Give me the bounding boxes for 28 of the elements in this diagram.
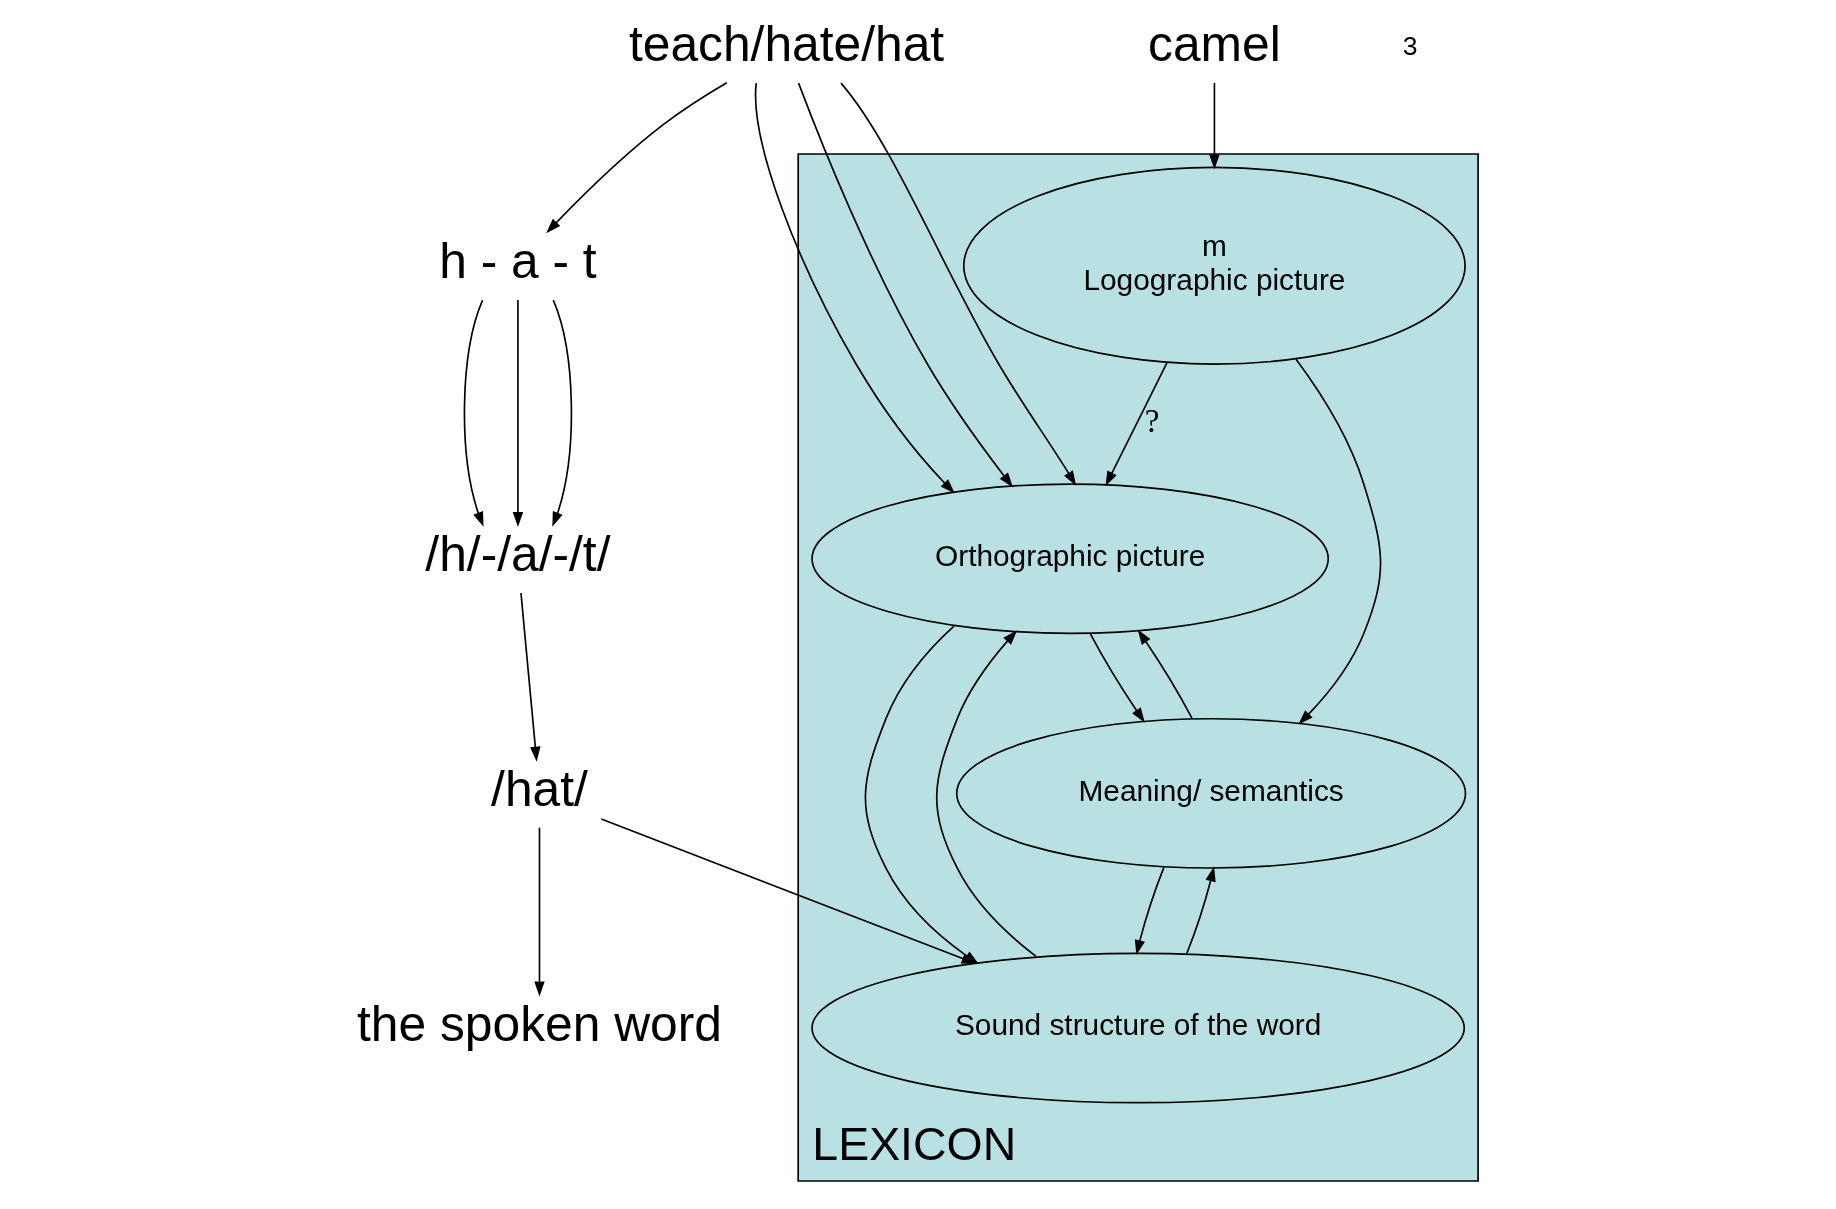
arrow — [1295, 358, 1382, 725]
node-ellipse: Meaning/ semantics — [955, 717, 1467, 869]
arrow — [1137, 629, 1193, 719]
arrow — [512, 299, 524, 527]
arrow — [754, 82, 955, 494]
node-ellipse: Orthographic picture — [811, 483, 1330, 635]
node-text: the spoken word — [357, 995, 722, 1052]
arrow — [463, 299, 484, 527]
arrow — [797, 82, 1013, 488]
arrow — [1186, 866, 1216, 955]
edge-label: ? — [1144, 402, 1160, 440]
node-text: teach/hate/hat — [628, 16, 945, 73]
arrow — [520, 592, 541, 762]
node-text: h - a - t — [439, 233, 597, 290]
label: 3 — [1402, 31, 1418, 61]
arrow — [1089, 632, 1145, 723]
arrow — [1209, 82, 1220, 170]
arrow — [552, 299, 573, 527]
node-text: /hat/ — [491, 760, 588, 817]
arrow — [546, 81, 728, 234]
arrow — [935, 630, 1037, 958]
node-text: /h/-/a/-/t/ — [425, 526, 611, 583]
arrow — [1105, 362, 1168, 487]
arrow — [840, 82, 1077, 486]
node-text: camel — [1148, 16, 1281, 73]
arrow — [1134, 866, 1165, 955]
node-ellipse: m Logographic picture — [962, 166, 1466, 365]
arrow — [534, 826, 545, 997]
